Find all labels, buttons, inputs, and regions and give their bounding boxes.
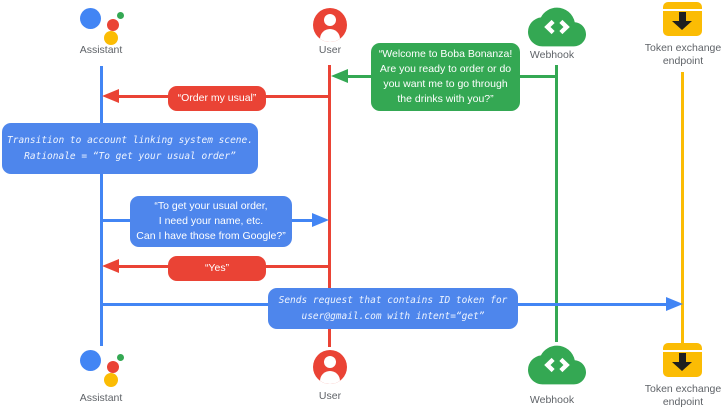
assistant-yellow-circle bbox=[104, 31, 118, 45]
user-icon-bottom bbox=[313, 350, 347, 384]
user-torso-shape bbox=[320, 29, 340, 42]
assistant-lifeline bbox=[100, 66, 103, 346]
assistant-red-circle bbox=[107, 19, 119, 31]
user-head-shape bbox=[324, 356, 336, 368]
order-arrowhead-icon bbox=[102, 89, 119, 103]
send-request-message: Sends request that contains ID token for… bbox=[268, 288, 518, 329]
welcome-arrowhead-icon bbox=[331, 69, 348, 83]
assistant-red-circle bbox=[107, 361, 119, 373]
token-endpoint-icon-bottom bbox=[663, 343, 702, 377]
user-torso-shape bbox=[320, 371, 340, 384]
assistant-icon-top bbox=[78, 6, 126, 48]
user-lifeline bbox=[328, 65, 331, 347]
yes-arrowhead-icon bbox=[102, 259, 119, 273]
welcome-message: “Welcome to Boba Bonanza! Are you ready … bbox=[371, 43, 520, 111]
assistant-label-bottom: Assistant bbox=[79, 392, 123, 404]
webhook-cloud-icon-top bbox=[528, 7, 586, 47]
token-endpoint-label-bottom: Token exchange endpoint bbox=[644, 383, 722, 408]
send-request-arrowhead-icon bbox=[666, 297, 683, 311]
token-endpoint-lifeline bbox=[681, 72, 684, 343]
token-icon-arrow-head bbox=[672, 21, 692, 30]
webhook-cloud-icon-bottom bbox=[528, 345, 586, 385]
user-label-top: User bbox=[318, 44, 342, 56]
assistant-blue-circle bbox=[80, 8, 101, 29]
token-icon-seam bbox=[663, 9, 702, 11]
ask-arrowhead-icon bbox=[312, 213, 329, 227]
ask-for-info-message: “To get your usual order, I need your na… bbox=[130, 196, 292, 247]
yes-message: “Yes” bbox=[168, 256, 266, 281]
assistant-label-top: Assistant bbox=[79, 44, 123, 56]
token-icon-arrow-head bbox=[672, 362, 692, 371]
assistant-blue-circle bbox=[80, 350, 101, 371]
user-label-bottom: User bbox=[318, 390, 342, 402]
transition-note-message: Transition to account linking system sce… bbox=[2, 123, 258, 174]
assistant-yellow-circle bbox=[104, 373, 118, 387]
webhook-label-top: Webhook bbox=[529, 49, 575, 61]
assistant-icon-bottom bbox=[78, 348, 126, 390]
user-icon-top bbox=[313, 8, 347, 42]
token-endpoint-icon-top bbox=[663, 2, 702, 36]
token-icon-arrow-stem bbox=[679, 12, 686, 21]
webhook-lifeline bbox=[555, 65, 558, 342]
order-my-usual-message: “Order my usual” bbox=[168, 86, 266, 111]
token-icon-seam bbox=[663, 350, 702, 352]
user-head-shape bbox=[324, 14, 336, 26]
assistant-green-dot bbox=[117, 354, 124, 361]
token-icon-arrow-stem bbox=[679, 353, 686, 362]
assistant-green-dot bbox=[117, 12, 124, 19]
token-endpoint-label-top: Token exchange endpoint bbox=[644, 42, 722, 67]
webhook-label-bottom: Webhook bbox=[529, 394, 575, 406]
